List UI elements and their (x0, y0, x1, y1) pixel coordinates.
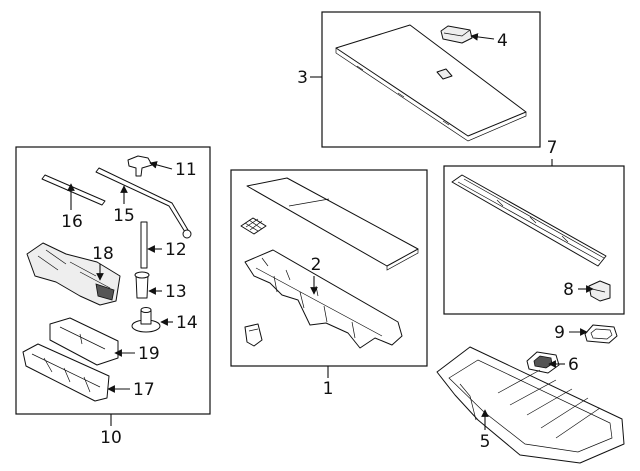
mat-grid-clip (240, 217, 267, 235)
cargo-floor-panel (335, 24, 527, 142)
wing-nut-11 (127, 155, 153, 177)
callout-1: 1 (323, 379, 334, 399)
callout-8: 8 (563, 280, 574, 300)
rod-12 (140, 221, 148, 269)
group-box-1 (230, 169, 428, 367)
floor-pan (436, 346, 625, 464)
cup-13 (134, 271, 150, 299)
callout-4: 4 (497, 31, 508, 51)
trim-clip-9 (584, 324, 618, 344)
callout-2: 2 (311, 255, 322, 275)
callout-18: 18 (92, 244, 114, 264)
callout-16: 16 (61, 212, 83, 232)
knob-14 (131, 307, 161, 333)
callout-9: 9 (554, 323, 565, 343)
callout-6: 6 (568, 355, 579, 375)
trim-clip-6 (526, 351, 560, 374)
floor-mat (246, 177, 419, 271)
group-box-10 (15, 146, 211, 415)
tool-tray-17 (22, 343, 110, 402)
group-box-3 (321, 11, 541, 148)
callout-11: 11 (175, 160, 197, 180)
callout-13: 13 (165, 282, 187, 302)
scuff-plate (451, 174, 607, 267)
side-bracket (244, 323, 263, 347)
leader-lines (67, 33, 594, 430)
cross-brace (244, 249, 403, 349)
callout-14: 14 (176, 313, 198, 333)
callout-15: 15 (113, 206, 135, 226)
callout-3: 3 (297, 68, 308, 88)
callout-19: 19 (138, 344, 160, 364)
panel-clip (440, 25, 473, 44)
jack-18 (26, 242, 121, 306)
callout-17: 17 (133, 380, 155, 400)
scuff-clip (588, 280, 611, 302)
callout-12: 12 (165, 240, 187, 260)
lug-wrench-16 (41, 174, 106, 206)
jack-holder-19 (49, 317, 119, 366)
group-box-7 (443, 165, 625, 315)
jack-handle-15 (95, 167, 192, 239)
callout-7: 7 (547, 138, 558, 158)
callout-5: 5 (480, 432, 491, 452)
callout-10: 10 (100, 428, 122, 448)
